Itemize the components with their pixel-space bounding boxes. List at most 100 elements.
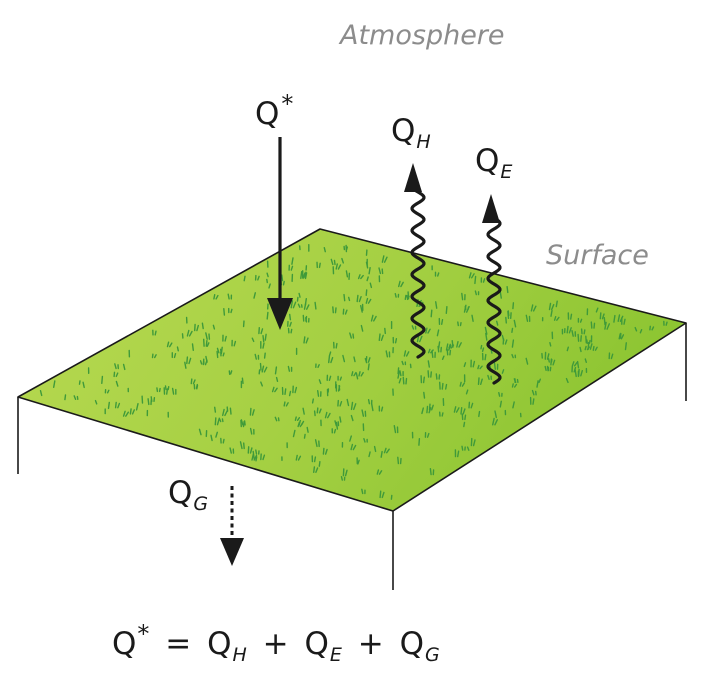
sensible-heat-sub: H [416, 131, 431, 153]
grass-tuft [281, 274, 284, 282]
grass-tuft [383, 447, 390, 454]
grass-tuft [337, 375, 342, 381]
grass-tuft [287, 365, 293, 372]
grass-tuft [251, 337, 255, 343]
grass-tuft [281, 386, 287, 395]
grass-tuft [365, 297, 372, 304]
grass-tuft [220, 346, 223, 355]
grass-tuft [435, 301, 438, 309]
grass-tuft [298, 292, 301, 298]
grass-tuft [358, 371, 364, 377]
grass-tuft [186, 356, 192, 365]
grass-tuft [378, 267, 384, 275]
grass-tuft [264, 333, 267, 341]
grass-tuft [363, 438, 368, 443]
ground-heat-arrow [220, 486, 244, 566]
grass-tuft [287, 320, 292, 327]
grass-tuft [566, 346, 569, 352]
grass-tuft [487, 374, 492, 380]
grass-tuft [448, 343, 455, 349]
grass-tuft [494, 410, 497, 419]
grass-tuft [501, 334, 505, 342]
grass-tuft [463, 421, 466, 428]
grass-tuft [289, 313, 292, 321]
grass-tuft [565, 377, 569, 384]
grass-tuft [115, 380, 119, 387]
grass-tuft [268, 283, 271, 289]
grass-tuft [496, 320, 499, 326]
grass-tuft [477, 364, 483, 370]
grass-tuft [505, 316, 507, 324]
grass-tuft [243, 275, 246, 282]
grass-tuft [255, 456, 258, 462]
grass-tuft [530, 304, 537, 312]
grass-tuft [481, 352, 487, 361]
grass-tuft [324, 411, 331, 419]
grass-tuft [608, 352, 614, 360]
latent-heat-sub: E [500, 161, 513, 183]
grass-tuft [328, 351, 332, 357]
grass-tuft [366, 276, 369, 282]
grass-tuft [129, 408, 135, 415]
grass-tuft [403, 350, 410, 357]
eq-term-1-sub: H [232, 644, 247, 666]
grass-tuft [220, 437, 225, 444]
grass-tuft [379, 490, 385, 499]
grass-tuft [254, 353, 260, 360]
grass-tuft [288, 264, 294, 271]
grass-tuft [499, 291, 502, 299]
net-radiation-label: Q* [255, 92, 293, 130]
grass-tuft [438, 317, 444, 325]
grass-tuft [397, 371, 400, 379]
grass-tuft [260, 341, 265, 349]
grass-tuft [604, 321, 610, 330]
grass-tuft [580, 328, 586, 335]
grass-tuft [331, 428, 337, 434]
grass-tuft [305, 317, 310, 323]
grass-tuft [323, 247, 326, 253]
grass-tuft [454, 449, 460, 458]
grass-tuft [385, 350, 391, 358]
grass-tuft [511, 383, 518, 388]
grass-tuft [316, 261, 321, 269]
grass-tuft [367, 363, 370, 371]
grass-tuft [468, 272, 475, 279]
grass-tuft [430, 309, 433, 318]
grass-tuft [253, 292, 256, 299]
grass-tuft [471, 314, 474, 322]
grass-tuft [365, 289, 368, 296]
grass-tuft [313, 410, 316, 417]
grass-tuft [360, 305, 363, 313]
grass-tuft [376, 469, 383, 475]
grass-tuft [399, 370, 404, 377]
grass-tuft [460, 407, 466, 415]
grass-tuft [511, 339, 515, 348]
grass-tuft [152, 329, 157, 336]
grass-tuft [184, 361, 187, 369]
grass-tuft [251, 453, 258, 461]
grass-tuft [114, 363, 119, 370]
grass-tuft [345, 270, 349, 278]
grass-tuft [566, 325, 572, 334]
grass-tuft [292, 429, 296, 438]
grass-tuft [368, 451, 371, 458]
grass-tuft [485, 332, 488, 341]
grass-tuft [418, 438, 421, 446]
surface-label: Surface [546, 240, 649, 271]
grass-tuft [315, 363, 320, 368]
grass-tuft [577, 317, 583, 323]
block-edges [17, 323, 687, 590]
grass-tuft [218, 417, 224, 423]
grass-tuft [212, 324, 216, 330]
eq-plus-2: + [357, 626, 384, 662]
grass-tuft [427, 348, 434, 354]
grass-tuft [513, 378, 519, 383]
grass-tuft [492, 417, 498, 426]
grass-tuft [164, 385, 170, 391]
grass-tuft [398, 378, 402, 384]
grass-tuft [190, 378, 196, 385]
grass-tuft [249, 427, 255, 435]
grass-tuft [461, 413, 467, 421]
grass-tuft [216, 350, 219, 359]
grass-tuft [171, 352, 177, 359]
